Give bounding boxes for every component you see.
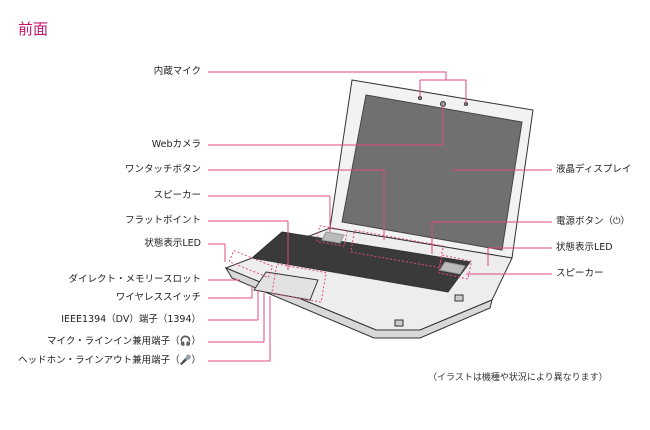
label-ieee1394-port: IEEE1394（DV）端子（1394）: [61, 314, 201, 325]
leader-lines: [208, 71, 552, 362]
illustration-note: （イラストは機種や状況により異なります）: [428, 373, 608, 383]
label-status-led-right: 状態表示LED: [556, 242, 613, 253]
label-speaker-left: スピーカー: [153, 190, 201, 201]
label-built-in-mic: 内蔵マイク: [153, 66, 201, 77]
label-speaker-right: スピーカー: [556, 268, 604, 279]
label-direct-memory-slot: ダイレクト・メモリースロット: [68, 274, 201, 285]
label-headphone-line-out-port: ヘッドホン・ラインアウト兼用端子（🎤）: [18, 355, 201, 366]
label-wireless-switch: ワイヤレススイッチ: [115, 292, 201, 303]
label-power-button: 電源ボタン（⏻）: [556, 216, 631, 227]
label-one-touch-button: ワンタッチボタン: [124, 164, 201, 175]
label-status-led-left: 状態表示LED: [144, 238, 201, 249]
label-flat-point: フラットポイント: [124, 215, 201, 226]
section-title: 前面: [18, 20, 49, 38]
label-web-camera: Webカメラ: [151, 139, 201, 150]
laptop-illustration: [224, 79, 534, 339]
label-lcd-display: 液晶ディスプレイ: [556, 164, 632, 175]
label-mic-line-in-port: マイク・ラインイン兼用端子（🎧）: [47, 336, 201, 347]
highlight-regions: [228, 225, 473, 303]
